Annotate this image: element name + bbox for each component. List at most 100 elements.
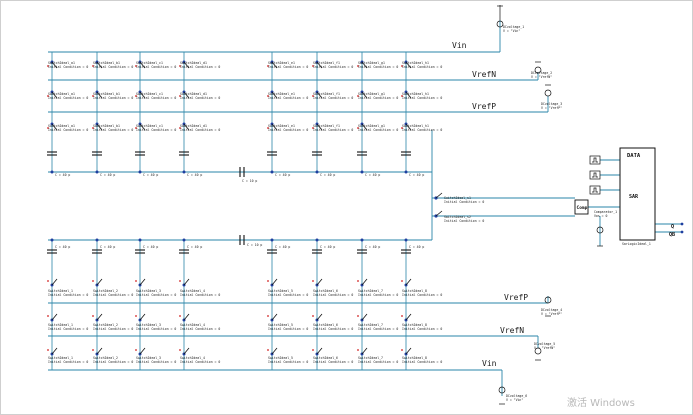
switch-name: SwitchIdeal_g1 — [358, 61, 385, 65]
dc-source-vrefp-bottom: DCvoltage_4 V = "VrefP" — [541, 296, 562, 317]
control-pin — [135, 280, 137, 282]
net-label-vrefp-bottom: VrefP — [504, 293, 528, 302]
switch-name: SwitchIdeal_1 — [48, 289, 73, 293]
switch-blade — [316, 123, 323, 131]
switch-name: SwitchIdeal_c1 — [136, 124, 163, 128]
control-pin — [47, 65, 49, 67]
junction — [138, 170, 142, 174]
switch-name: SwitchIdeal_1 — [48, 356, 73, 360]
switch-condition: Initial Condition = 0 — [48, 65, 88, 69]
switch-name: SwitchIdeal_g1 — [358, 124, 385, 128]
control-pin — [357, 65, 359, 67]
switch-name: SwitchIdeal_e1 — [268, 61, 295, 65]
switch-blade — [361, 61, 368, 69]
capacitor-value: C = 40 p — [365, 173, 380, 177]
switch-name: SwitchIdeal_6 — [313, 323, 338, 327]
switch-name: SwitchIdeal_6 — [313, 356, 338, 360]
switch-s2-name: SwitchIdeal_s2 — [444, 215, 471, 219]
switch-name: SwitchIdeal_d1 — [180, 61, 207, 65]
logic-core: SAR — [629, 194, 639, 200]
switch-condition: Initial Condition = 0 — [358, 360, 398, 364]
switch-blade — [96, 123, 103, 131]
switch-blade — [139, 91, 146, 99]
switch-name: SwitchIdeal_2 — [93, 356, 118, 360]
capacitor-value: C = 40 p — [409, 245, 424, 249]
switch-name: SwitchIdeal_e1 — [268, 92, 295, 96]
switch-condition: Initial Condition = 0 — [313, 65, 353, 69]
capacitor-value: C = 40 p — [100, 245, 115, 249]
sar-logic-block: DATA SAR Q QB SarLogicIdeal_1 — [619, 147, 684, 246]
switch-condition: Initial Condition = 0 — [136, 360, 176, 364]
junction — [182, 238, 186, 242]
control-pin — [92, 65, 94, 67]
control-pin — [312, 280, 314, 282]
switch-name: SwitchIdeal_a1 — [48, 61, 75, 65]
control-pin — [47, 315, 49, 317]
switch-blade — [361, 123, 368, 131]
capacitor-value: C = 40 p — [409, 173, 424, 177]
junction — [360, 238, 364, 242]
switch-name: SwitchIdeal_5 — [268, 356, 293, 360]
switch-blade — [183, 123, 190, 131]
capacitor-value: C = 40 p — [55, 173, 70, 177]
control-pin — [401, 280, 403, 282]
control-pin — [401, 95, 403, 97]
control-pin — [179, 95, 181, 97]
control-pin — [357, 127, 359, 129]
source-value: V = "VrefP" — [541, 312, 562, 316]
switch-name: SwitchIdeal_f1 — [313, 92, 340, 96]
switch-blade — [96, 91, 103, 99]
control-pin — [312, 315, 314, 317]
switch-condition: Initial Condition = 0 — [48, 96, 88, 100]
control-pin — [135, 95, 137, 97]
switch-name: SwitchIdeal_b1 — [93, 124, 120, 128]
dc-source-vrefn-top: DCvoltage_2 V = "VrefN" — [531, 61, 552, 79]
switch-s2: SwitchIdeal_s2 Initial Condition = 0 — [434, 210, 484, 223]
switch-condition: Initial Condition = 0 — [268, 327, 308, 331]
control-pin — [267, 280, 269, 282]
control-pin — [135, 65, 137, 67]
control-pin — [92, 127, 94, 129]
capacitor-value: C = 40 p — [187, 245, 202, 249]
switch-name: SwitchIdeal_4 — [180, 356, 205, 360]
switch-name: SwitchIdeal_2 — [93, 289, 118, 293]
source-name: DCvoltage_1 — [503, 25, 524, 29]
switch-name: SwitchIdeal_2 — [93, 323, 118, 327]
capacitor-value: C = 40 p — [320, 245, 335, 249]
logic-title: DATA — [627, 153, 641, 159]
switch-blade — [139, 61, 146, 69]
switch-name: SwitchIdeal_3 — [136, 356, 161, 360]
switch-blade — [96, 313, 103, 321]
source-value: V = "Vin" — [503, 29, 520, 33]
net-label-vrefn-bottom: VrefN — [500, 326, 524, 335]
switch-name: SwitchIdeal_8 — [402, 356, 427, 360]
junction — [95, 170, 99, 174]
switch-blade — [361, 347, 368, 355]
switch-name: SwitchIdeal_d1 — [180, 92, 207, 96]
switch-condition: Initial Condition = 0 — [313, 128, 353, 132]
switch-condition: Initial Condition = 0 — [180, 96, 220, 100]
switch-blade — [271, 61, 278, 69]
control-pin — [312, 65, 314, 67]
switch-name: SwitchIdeal_e1 — [268, 124, 295, 128]
switch-condition: Initial Condition = 0 — [268, 360, 308, 364]
dc-source-vrefp-top: DCvoltage_3 V = "VrefP" — [541, 84, 562, 110]
source-value: V = "Vin" — [506, 398, 523, 402]
control-pin — [267, 95, 269, 97]
junction — [138, 238, 142, 242]
capacitor-value: C = 40 p — [187, 173, 202, 177]
source-name: DCvoltage_4 — [541, 308, 562, 312]
switch-condition: Initial Condition = 0 — [268, 65, 308, 69]
coupling-capacitor-top: C = 10 p — [232, 167, 257, 183]
mid-wiring — [432, 159, 682, 246]
switch-blade — [51, 123, 58, 131]
capacitor-value: C = 40 p — [320, 173, 335, 177]
control-pin — [47, 349, 49, 351]
control-pin — [267, 65, 269, 67]
switch-blade — [271, 123, 278, 131]
switch-condition: Initial Condition = 0 — [180, 128, 220, 132]
control-pin — [92, 315, 94, 317]
